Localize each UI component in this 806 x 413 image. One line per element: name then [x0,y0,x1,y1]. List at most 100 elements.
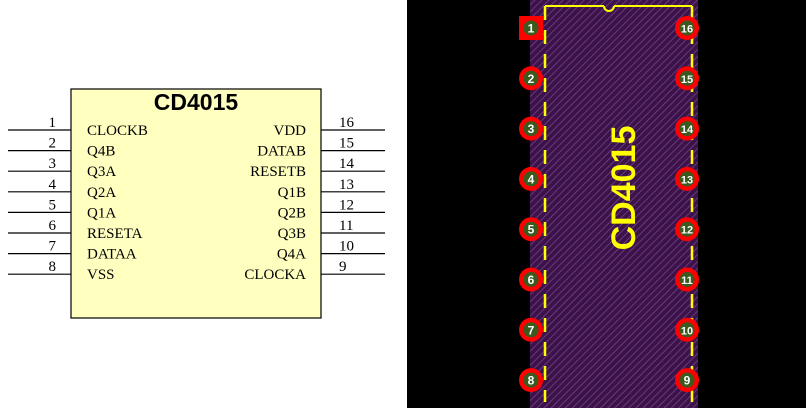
pad-number: 13 [681,174,693,186]
pin-number: 15 [339,136,354,152]
pad-12: 12 [675,217,699,242]
drill-hole [523,221,539,237]
pin-number: 2 [49,136,57,152]
pad-15: 15 [675,66,699,91]
pad-8: 8 [519,368,543,393]
drill-hole [523,20,539,36]
pin-label: Q3A [87,164,116,180]
pin-label: CLOCKA [244,267,306,283]
drill-hole [523,171,539,187]
right-pin-group: 16VDD15DATAB14RESETB13Q1B12Q2B11Q3B10Q4A… [244,115,385,283]
pin-label: Q1B [278,185,306,201]
pin-label: VDD [274,123,307,139]
schematic-part-name: CD4015 [154,89,239,115]
drill-hole [523,70,539,86]
drill-hole [679,171,695,187]
pad-number: 2 [528,72,535,86]
drill-hole [679,221,695,237]
pin-number: 11 [339,218,353,234]
pad-number: 7 [528,323,535,337]
pad-6: 6 [519,267,543,292]
pin-number: 5 [49,197,57,213]
drill-hole [679,70,695,86]
pad-2: 2 [519,66,543,91]
footprint-part-name: CD4015 [605,126,643,251]
pin-label: Q4B [87,144,115,160]
pin-label: CLOCKB [87,123,148,139]
pin-number: 6 [49,218,57,234]
pin-number: 16 [339,115,355,131]
drill-hole [679,322,695,338]
pin-number: 10 [339,239,354,255]
pad-4: 4 [519,166,543,191]
left-pad-column: 1 2 3 4 5 6 7 8 [519,16,543,393]
pin-number: 9 [339,259,347,275]
pad-7: 7 [519,317,543,342]
pin-number: 7 [49,239,57,255]
pad-number: 8 [528,374,535,388]
pin-label: VSS [87,267,115,283]
pad-14: 14 [675,116,699,141]
pin-label: RESETA [87,226,143,242]
pad-11: 11 [675,267,699,292]
pad-10: 10 [675,317,699,342]
pad-3: 3 [519,116,543,141]
pin-number: 13 [339,177,354,193]
pad-9: 9 [675,368,699,393]
drill-hole [679,20,695,36]
pin-label: Q3B [278,226,306,242]
drill-hole [523,322,539,338]
drill-hole [679,372,695,388]
right-pad-column: 16 15 14 13 12 11 10 9 [675,16,699,393]
pin-label: Q2A [87,185,116,201]
pad-number: 10 [681,325,693,337]
pad-5: 5 [519,217,543,242]
drill-hole [523,121,539,137]
drill-hole [679,272,695,287]
pad-number: 9 [684,374,691,388]
pad-13: 13 [675,166,699,191]
drill-hole [679,121,695,137]
pin-number: 1 [49,115,57,131]
pin-number: 3 [49,156,57,172]
pin-number: 4 [49,177,57,193]
pad-number: 3 [528,122,535,136]
pad-number: 16 [681,24,693,36]
schematic-body [70,88,322,319]
pad-number: 1 [528,22,535,36]
pad-1: 1 [519,16,543,40]
drill-hole [523,272,539,287]
drill-hole [523,372,539,388]
pin-label: Q4A [277,247,306,263]
pin-number: 14 [339,156,355,172]
footprint-body [530,0,698,408]
pad-number: 12 [681,225,693,237]
pin-label: DATAA [87,247,137,263]
pad-number: 11 [681,275,693,287]
pad-number: 15 [681,74,693,86]
pin-label: Q2B [278,205,306,221]
pin-number: 8 [49,259,57,275]
pin-label: RESETB [250,164,306,180]
pad-number: 14 [681,124,694,136]
pad-number: 5 [528,223,535,237]
pin-label: Q1A [87,205,116,221]
pad-16: 16 [675,16,699,40]
